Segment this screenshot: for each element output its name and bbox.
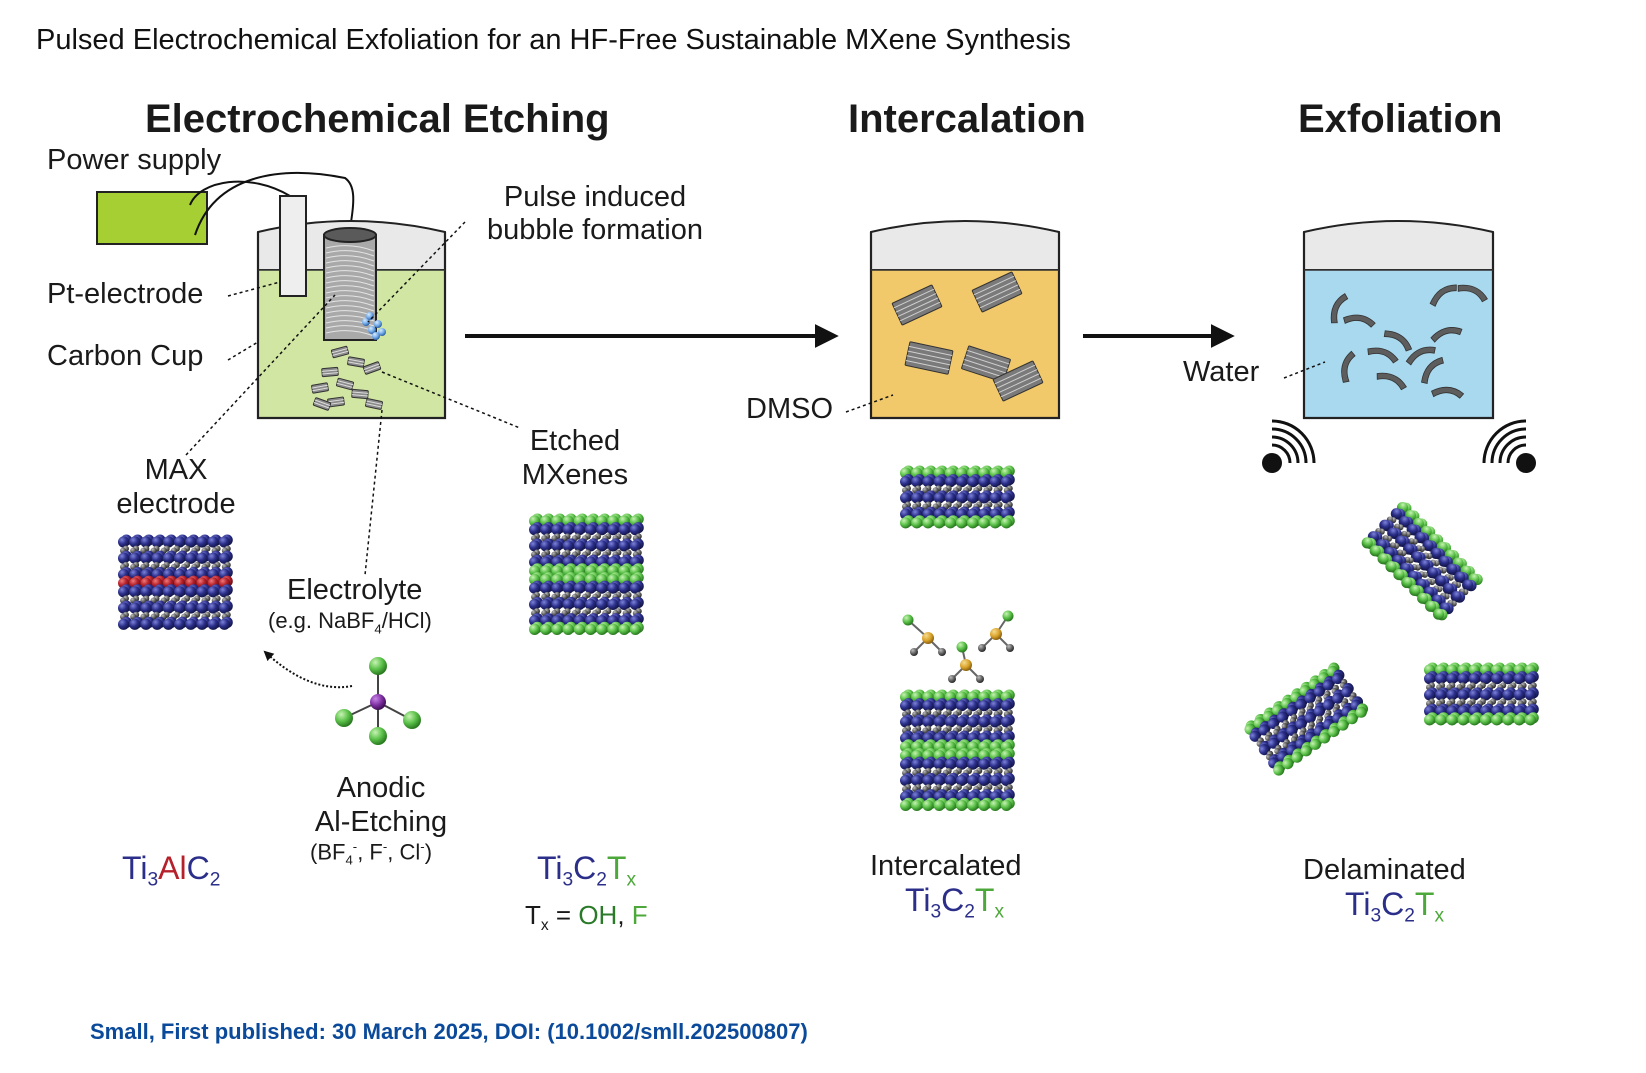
label-anodic-al-etching: Anodic Al-Etching — [314, 772, 448, 838]
label-bubble-formation: Pulse induced bubble formation — [486, 181, 704, 246]
power-supply-box — [96, 191, 208, 245]
dmso-beaker — [869, 220, 1061, 420]
water-beaker — [1302, 220, 1495, 420]
etched-mxene-crystal — [529, 513, 644, 635]
formula-etched-mxene: Ti3C2Tx — [537, 850, 637, 891]
label-etching-ions: (BF4-, F-, Cl-) — [310, 839, 433, 868]
heading-electrochemical-etching: Electrochemical Etching — [145, 97, 610, 141]
ultrasound-right-icon — [1482, 419, 1536, 473]
delaminated-mxene-flakes — [1244, 502, 1539, 776]
label-electrolyte-example: (e.g. NaBF4/HCl) — [268, 608, 432, 637]
ultrasound-left-icon — [1262, 419, 1316, 473]
dmso-molecules — [902, 610, 1014, 683]
wire-to-pt — [189, 180, 291, 206]
citation: Small, First published: 30 March 2025, D… — [90, 1019, 808, 1044]
electrochemical-cell — [96, 172, 447, 420]
termination-definition: Tx = OH, F — [525, 900, 648, 935]
label-water: Water — [1183, 356, 1260, 388]
label-dmso: DMSO — [746, 393, 833, 425]
formula-intercalated-mxene: Ti3C2Tx — [905, 882, 1005, 923]
delaminated-flakes — [1330, 284, 1488, 399]
label-delaminated: Delaminated — [1303, 854, 1466, 886]
intercalated-mxene-crystal — [900, 465, 1015, 811]
label-power-supply: Power supply — [47, 144, 222, 176]
label-intercalated: Intercalated — [870, 850, 1022, 882]
formula-max-phase: Ti3AlC2 — [122, 850, 221, 891]
beaker-walls — [256, 232, 447, 420]
label-carbon-cup: Carbon Cup — [47, 340, 204, 372]
heading-intercalation: Intercalation — [848, 97, 1086, 141]
max-phase-crystal — [118, 534, 233, 630]
figure-title: Pulsed Electrochemical Exfoliation for a… — [36, 24, 1071, 56]
pulse-bubbles — [362, 312, 386, 340]
label-pt-electrode: Pt-electrode — [47, 278, 204, 310]
pt-electrode — [279, 195, 307, 297]
intercalated-flakes — [891, 271, 1044, 402]
etched-flakes — [311, 345, 383, 411]
etching-arrow — [263, 650, 353, 689]
label-max-electrode: MAX electrode — [116, 454, 236, 520]
leader-lines — [185, 221, 521, 576]
electrode-texture — [325, 245, 375, 337]
bf4-molecule — [335, 657, 421, 745]
label-etched-mxenes: Etched MXenes — [521, 425, 629, 491]
heading-exfoliation: Exfoliation — [1298, 97, 1503, 141]
wire-to-max — [194, 172, 355, 236]
label-electrolyte: Electrolyte — [287, 574, 423, 606]
formula-delaminated-mxene: Ti3C2Tx — [1345, 886, 1445, 927]
